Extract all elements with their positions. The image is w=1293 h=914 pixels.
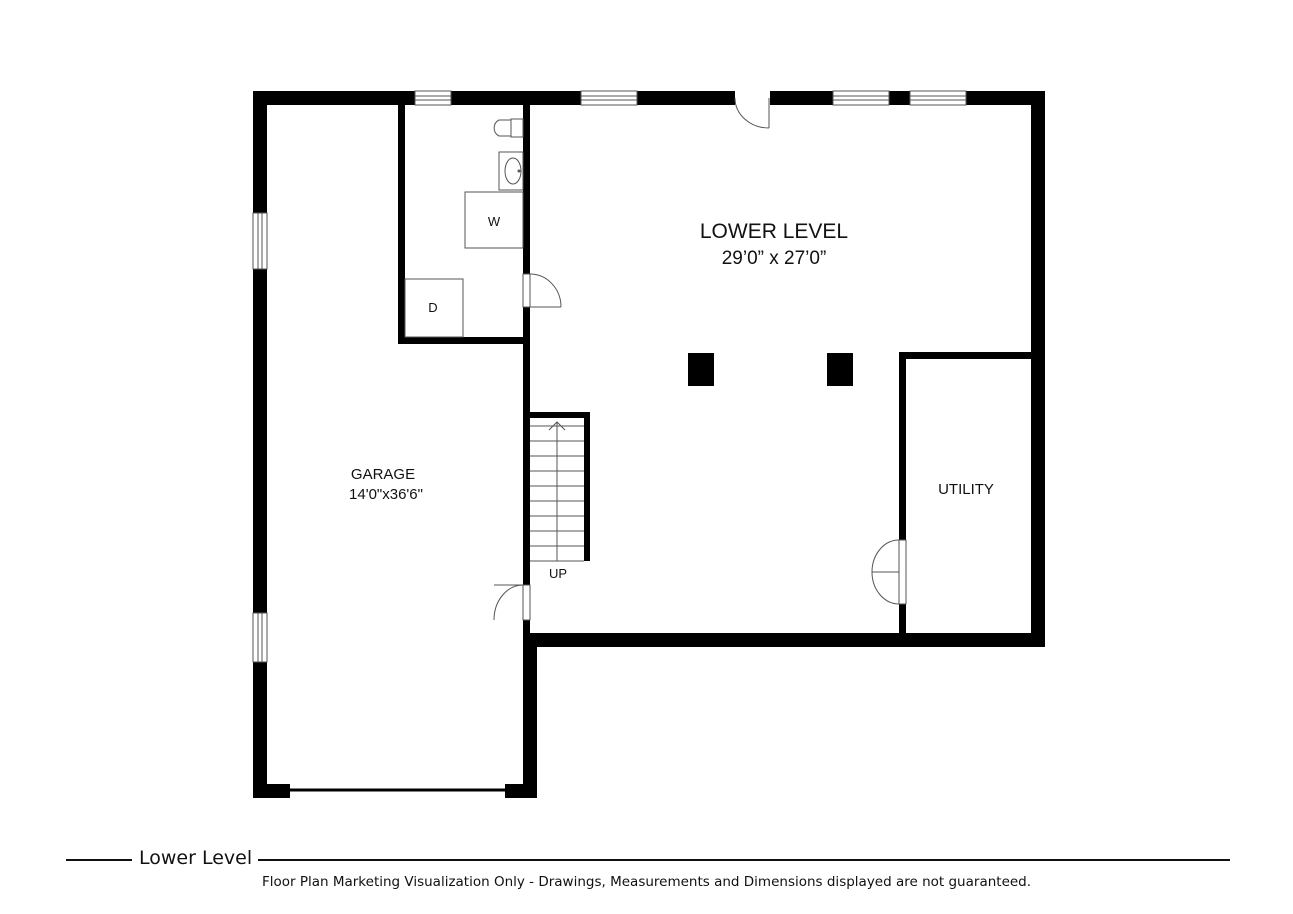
door-utility [871,539,907,605]
toilet-icon [493,118,524,138]
wall-top-5 [889,91,910,105]
footer-rule-right [258,859,1230,861]
stairs [530,421,584,562]
wall-top-2 [451,91,581,105]
window-top-laundry [414,90,452,106]
washer-label: W [488,214,501,229]
wall-bottom [523,633,1045,647]
wall-top-4 [770,91,833,105]
wall-utility-top [899,352,1038,359]
utility-name: UTILITY [938,481,994,498]
interior-walls [398,101,1038,640]
footer: Lower Level Floor Plan Marketing Visuali… [0,840,1293,914]
wall-top-3 [637,91,735,105]
doors [493,91,907,621]
footer-rule-left [66,859,132,861]
wall-utility-left-2 [899,604,906,640]
washer-icon [464,191,524,249]
wall-laundry-bottom [398,337,530,344]
window-top-2 [832,90,890,106]
wall-garage-bottom-left [253,784,290,798]
garage-name: GARAGE [351,466,415,483]
window-top-1 [580,90,638,106]
wall-left-3 [253,662,267,798]
wall-garage-right-lower [523,633,537,798]
dryer-icon [404,278,464,338]
door-garage-entry [493,584,531,621]
wall-laundry-right-1 [523,101,530,274]
wall-garage-right-2 [523,620,530,640]
support-column-right [827,353,853,386]
wall-laundry-right-2 [523,307,530,344]
wall-stair-top [530,412,590,418]
room-labels: LOWER LEVEL 29’0” x 27’0” GARAGE 14'0"x3… [349,214,994,581]
lower-level-dimensions: 29’0” x 27’0” [722,248,827,269]
window-top-3 [909,90,967,106]
wall-utility-left-1 [899,352,906,540]
lower-level-name: LOWER LEVEL [700,220,848,243]
door-top-entry [734,91,770,129]
wall-garage-right-1 [523,337,530,585]
wall-right [1031,91,1045,647]
dryer-label: D [428,300,437,315]
fixtures [404,118,524,338]
garage-dimensions: 14'0"x36'6" [349,486,423,503]
stair-arrow-icon [548,421,566,431]
support-column-left [688,353,714,386]
wall-top-1 [253,91,415,105]
windows [252,90,967,663]
wall-left-2 [253,269,267,613]
door-laundry [522,273,562,308]
window-left-lower [252,612,268,663]
stairs-up-label: UP [549,566,567,581]
disclaimer-text: Floor Plan Marketing Visualization Only … [261,874,1032,890]
sink-icon [498,151,524,191]
wall-laundry-left [398,101,405,343]
wall-stair-right [584,412,590,561]
window-left-upper [252,212,268,270]
level-title: Lower Level [139,847,253,869]
wall-left-1 [253,91,267,213]
exterior-walls [253,91,1045,798]
wall-top-6 [966,91,1045,105]
